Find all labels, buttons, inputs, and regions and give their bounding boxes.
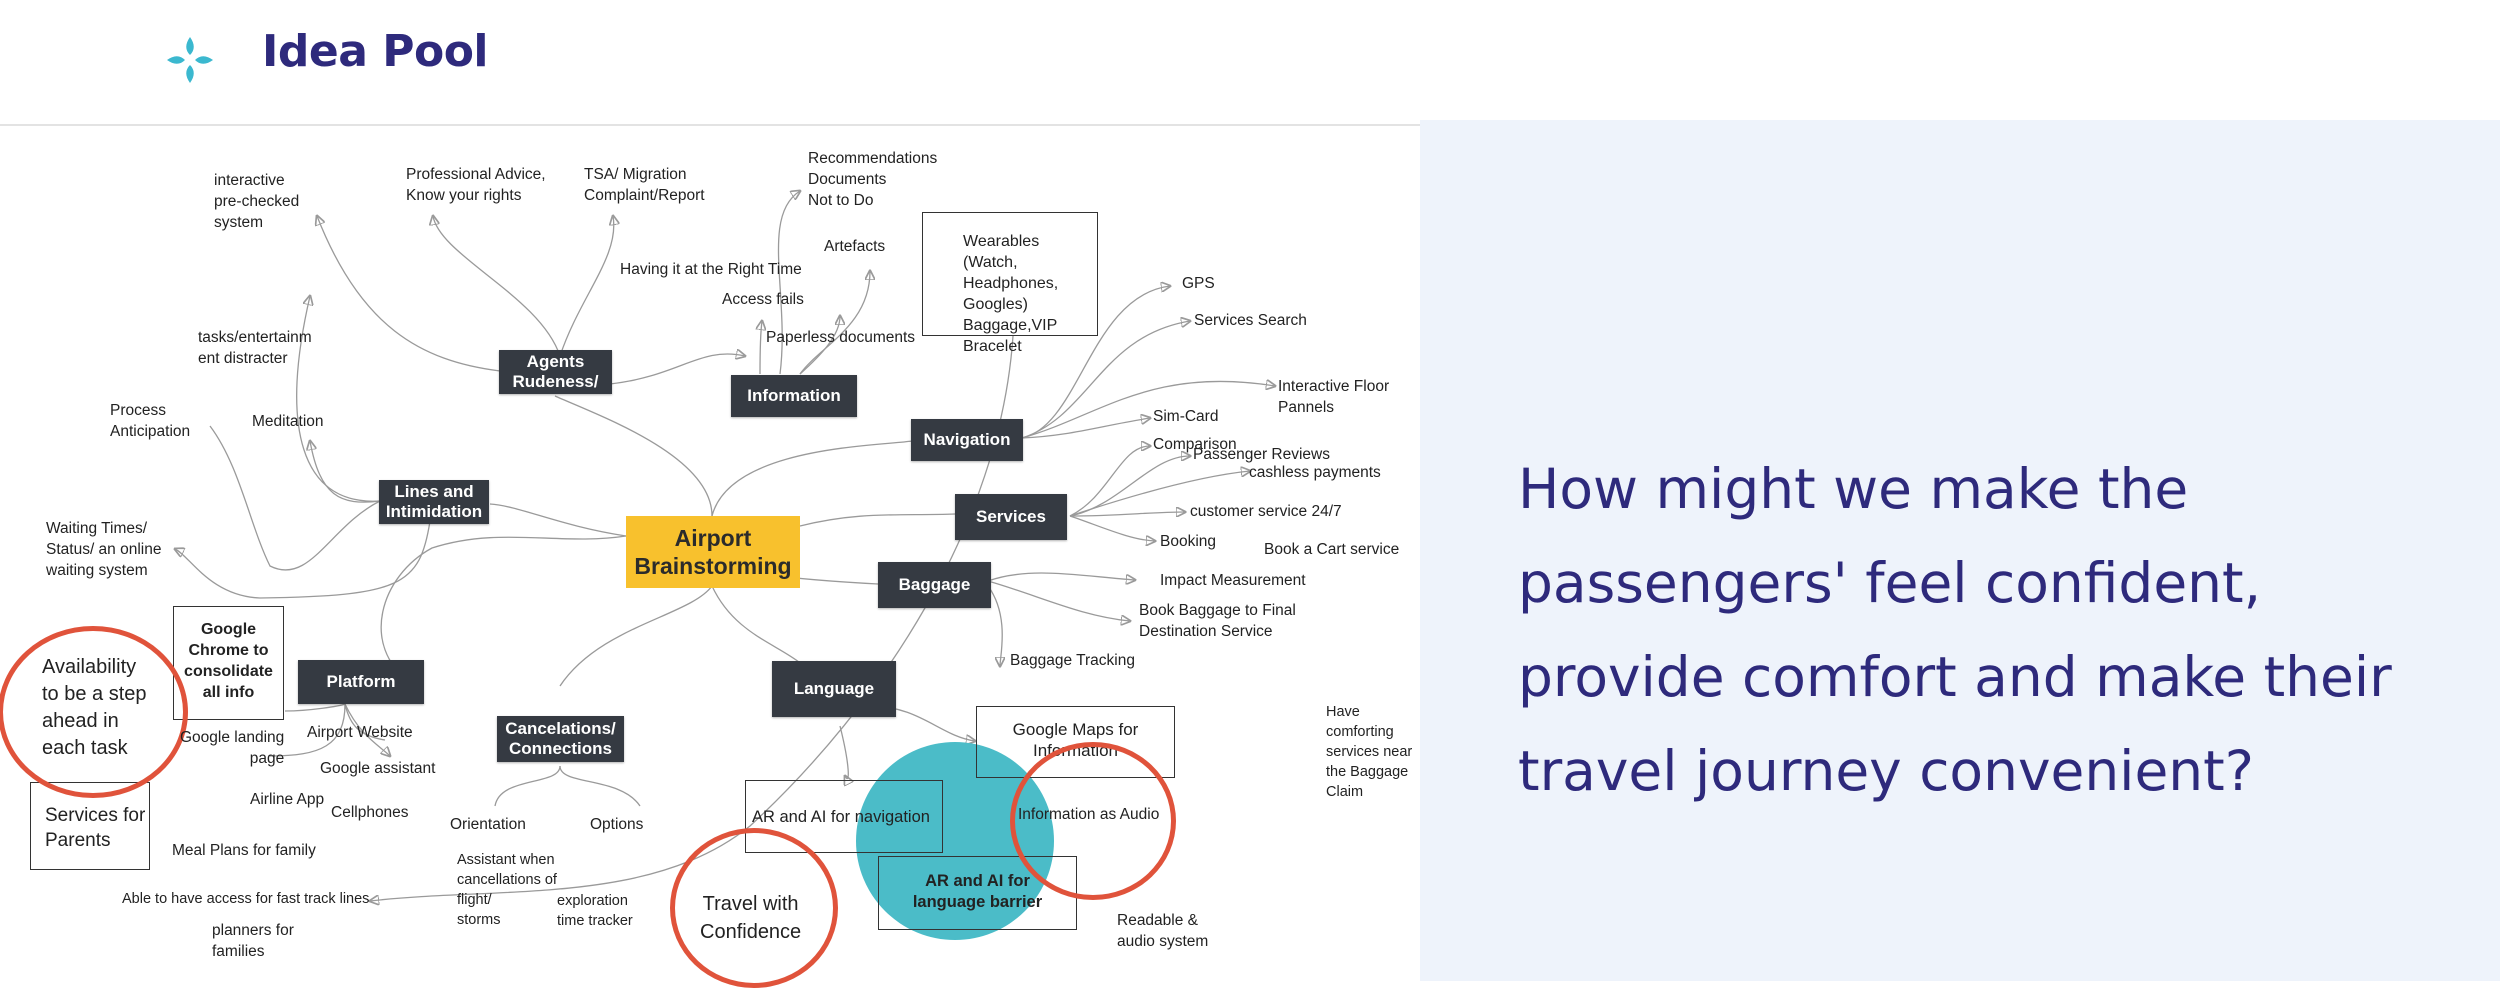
mind-map: Airport Brainstorming Agents Rudeness/ I…	[0, 126, 1420, 988]
label-tracking: Baggage Tracking	[1010, 652, 1135, 669]
availability-circle	[0, 626, 188, 798]
label-google-landing: Google landing page	[180, 729, 285, 767]
label-right-time: Having it at the Right Time	[620, 261, 802, 278]
node-lines-intimidation: Lines and Intimidation	[379, 480, 489, 524]
label-artefacts: Artefacts	[824, 238, 886, 255]
label-airport-website: Airport Website	[307, 724, 413, 741]
google-chrome-box: Google Chrome to consolidate all info	[173, 606, 284, 720]
label-gps: GPS	[1182, 275, 1215, 292]
node-navigation: Navigation	[911, 419, 1023, 461]
label-comparison: Comparison	[1153, 436, 1237, 453]
label-reviews: Passenger Reviews	[1193, 446, 1330, 463]
wearables-box: Wearables (Watch, Headphones, Googles) B…	[922, 212, 1098, 355]
label-fast-track: Able to have access for fast track lines	[122, 891, 370, 907]
node-agents: Agents Rudeness/	[499, 350, 612, 394]
label-cashless: cashless payments	[1249, 464, 1381, 481]
label-interactive: interactive pre-checked system	[214, 172, 300, 231]
travel-confidence-label: Travel with Confidence	[700, 893, 802, 943]
label-book-baggage: Book Baggage to Final Destination Servic…	[1139, 602, 1296, 640]
information-audio-circle	[1010, 742, 1176, 900]
label-sim-card: Sim-Card	[1153, 408, 1219, 425]
header-divider	[0, 124, 1420, 126]
label-readable: Readable & audio system	[1117, 912, 1209, 950]
label-comforting: Have comforting services near the Baggag…	[1326, 704, 1413, 800]
label-options: Options	[590, 816, 644, 833]
label-meal: Meal Plans for family	[172, 842, 316, 859]
label-orientation: Orientation	[450, 816, 526, 833]
label-assistant: Assistant when cancellations of flight/ …	[457, 852, 557, 928]
services-for-parents-box: Services for Parents	[30, 782, 150, 870]
how-might-we-question: How might we make the passengers' feel c…	[1518, 457, 2392, 803]
label-access-fails: Access fails	[722, 291, 804, 308]
node-language: Language	[772, 661, 896, 717]
label-tsa: TSA/ Migration Complaint/Report	[584, 166, 705, 204]
label-professional: Professional Advice, Know your rights	[406, 166, 546, 204]
label-planners: planners for families	[212, 922, 294, 960]
availability-label: Availability to be a step ahead in each …	[42, 656, 147, 759]
label-tasks: tasks/entertainm ent distracter	[198, 329, 312, 367]
label-services-search: Services Search	[1194, 312, 1307, 329]
label-airline-app: Airline App	[250, 791, 325, 808]
label-booking: Booking	[1160, 533, 1217, 550]
question-panel: How might we make the passengers' feel c…	[1420, 120, 2500, 981]
node-cancelations: Cancelations/ Connections	[497, 716, 624, 762]
information-audio-label: Information as Audio	[1018, 806, 1160, 823]
node-platform: Platform	[298, 660, 424, 704]
label-meditation: Meditation	[252, 413, 324, 430]
label-impact: Impact Measurement	[1160, 572, 1306, 589]
label-floor: Interactive Floor Pannels	[1278, 378, 1390, 416]
central-topic: Airport Brainstorming	[626, 516, 800, 588]
label-exploration: exploration time tracker	[557, 893, 633, 929]
four-petal-flower-icon	[167, 37, 213, 83]
label-recommendations: Recommendations Documents Not to Do	[808, 150, 938, 209]
header: Idea Pool	[0, 0, 1420, 124]
label-google-assistant: Google assistant	[320, 760, 436, 777]
node-baggage: Baggage	[878, 562, 991, 608]
node-services: Services	[955, 494, 1067, 540]
label-waiting: Waiting Times/ Status/ an online waiting…	[46, 520, 162, 579]
node-information: Information	[731, 375, 857, 417]
label-paperless: Paperless documents	[766, 329, 916, 346]
label-customer: customer service 24/7	[1190, 503, 1342, 520]
label-process: Process Anticipation	[110, 402, 191, 440]
page-title: Idea Pool	[262, 26, 489, 77]
label-cart: Book a Cart service	[1264, 541, 1400, 558]
ar-ai-navigation-box: AR and AI for navigation	[745, 780, 943, 853]
ar-ai-language-box: AR and AI for language barrier	[878, 856, 1077, 930]
label-cellphones: Cellphones	[331, 804, 409, 821]
